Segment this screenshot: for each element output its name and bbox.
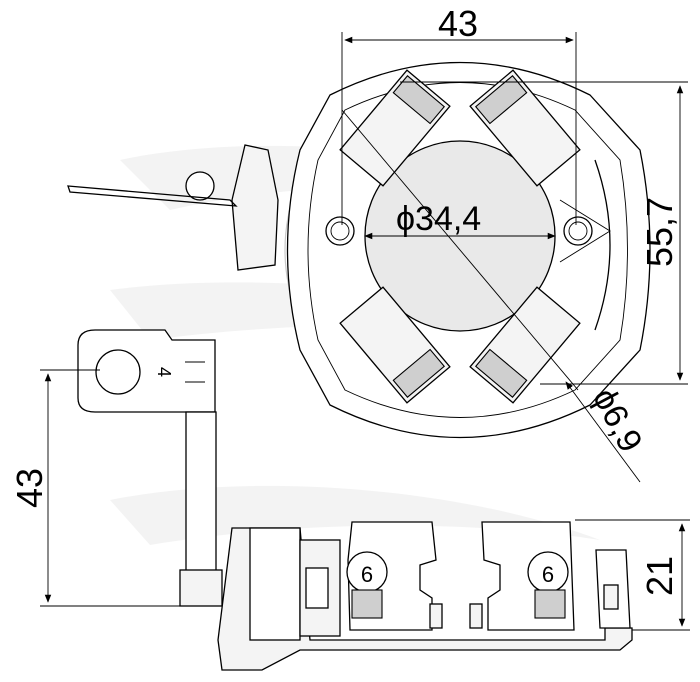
dim-inner-diameter-label: ϕ34,4 xyxy=(396,200,481,238)
dim-height-label: 55,7 xyxy=(639,197,680,267)
terminal-lug: 4 xyxy=(77,329,223,607)
brush-holder-bottom-left xyxy=(339,286,451,404)
brush-holder-top-left xyxy=(339,69,451,187)
dim-inner-diameter: ϕ34,4 xyxy=(364,200,556,240)
brush-left-label: 6 xyxy=(361,562,373,587)
mount-hole-left xyxy=(325,216,355,246)
dim-bottom-height-label: 21 xyxy=(639,556,680,596)
spring-clip xyxy=(594,159,611,331)
dim-top-width-label: 43 xyxy=(438,3,478,44)
brush-holder-bottom-right xyxy=(469,286,581,404)
mount-hole-right xyxy=(563,216,593,246)
dim-side-height-label: 43 xyxy=(9,468,50,508)
side-connector xyxy=(67,144,279,271)
dim-height: 55,7 xyxy=(400,81,688,385)
side-view: 6 6 xyxy=(217,521,633,671)
brush-holder-top-right xyxy=(469,69,581,187)
center-leader xyxy=(341,109,579,391)
terminal-marking: 4 xyxy=(154,367,174,377)
dim-side-height: 43 xyxy=(9,369,180,607)
side-brush-left: 6 xyxy=(346,521,437,631)
dim-bottom-height: 21 xyxy=(575,519,690,631)
brush-right-label: 6 xyxy=(542,562,554,587)
dim-top-width: 43 xyxy=(341,3,577,225)
side-brush-right: 6 xyxy=(481,521,575,631)
